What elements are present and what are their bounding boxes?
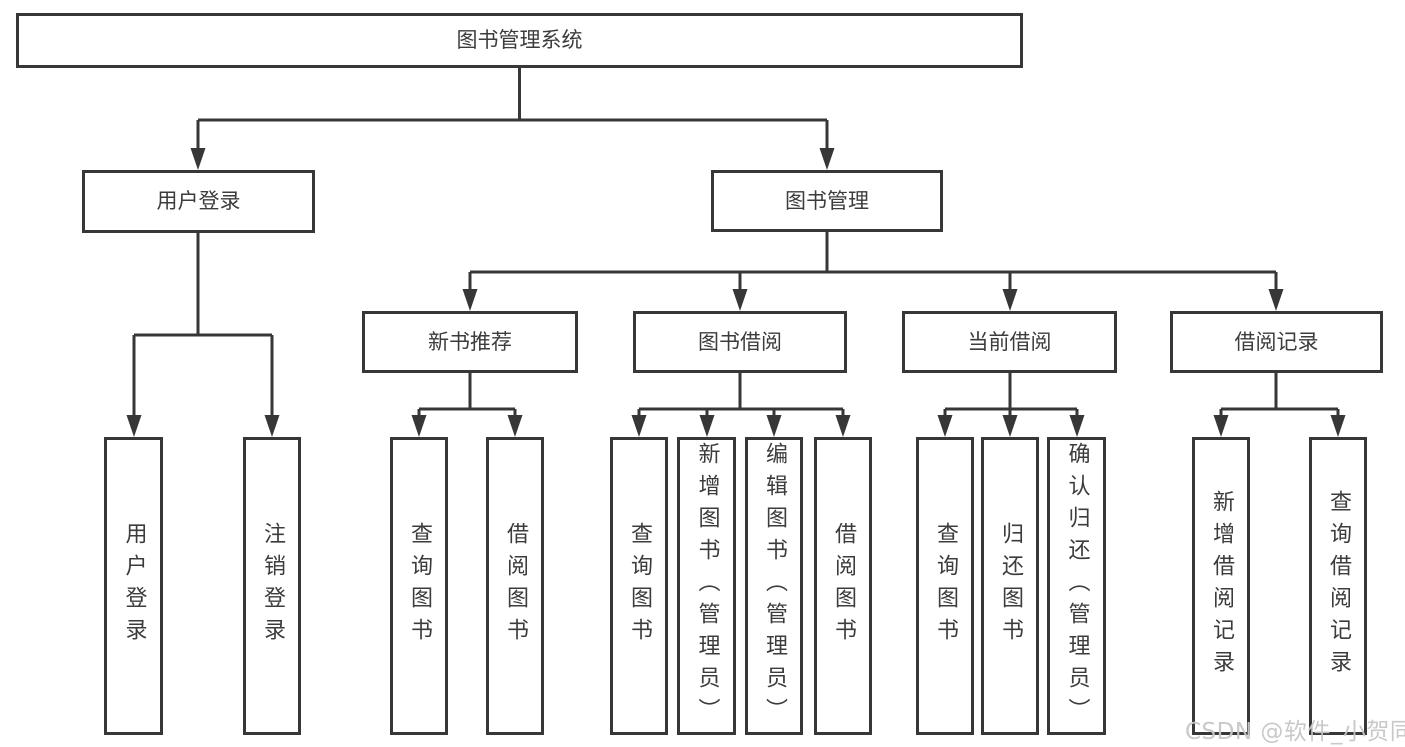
arrow-down-icon [937,415,953,437]
arrow-down-icon [766,415,782,437]
node-book-management: 图书管理 [711,170,943,232]
node-user-login: 用户登录 [82,170,315,233]
node-current-borrow: 当前借阅 [902,311,1117,373]
leaf-add-books-admin: 新增图书（管理员） [677,437,736,735]
arrow-down-icon [1213,415,1229,437]
leaf-confirm-return-admin: 确认归还（管理员） [1047,437,1106,735]
arrow-down-icon [411,415,427,437]
arrow-down-icon [1002,289,1018,311]
arrow-down-icon [819,148,835,170]
arrow-down-icon [631,415,647,437]
connector-root [190,68,835,170]
leaf-query-books-current: 查询图书 [916,437,974,735]
leaf-add-borrow-record: 新增借阅记录 [1192,437,1250,735]
connector-borrow-records [1213,373,1346,437]
connector-book-management [462,232,1284,311]
node-book-borrow: 图书借阅 [633,311,847,373]
arrow-down-icon [1268,289,1284,311]
node-new-book-recommend: 新书推荐 [362,311,578,373]
connector-new-book-recommend [411,373,523,437]
leaf-logout: 注销登录 [243,437,301,735]
watermark: CSDN @软件_小贺同学 [1185,719,1405,745]
node-root: 图书管理系统 [16,13,1023,68]
leaf-query-books-borrow: 查询图书 [610,437,668,735]
node-borrow-records: 借阅记录 [1170,311,1383,373]
leaf-edit-books-admin: 编辑图书（管理员） [745,437,803,735]
arrow-down-icon [699,415,715,437]
leaf-return-books: 归还图书 [981,437,1039,735]
leaf-query-borrow-record: 查询借阅记录 [1309,437,1367,735]
leaf-query-books-recommend: 查询图书 [390,437,448,735]
connector-current-borrow [937,373,1085,437]
connector-book-borrow [631,373,851,437]
connector-user-login [126,233,280,437]
arrow-down-icon [732,289,748,311]
arrow-down-icon [126,415,142,437]
arrow-down-icon [264,415,280,437]
arrow-down-icon [507,415,523,437]
arrow-down-icon [190,148,206,170]
arrow-down-icon [1330,415,1346,437]
arrow-down-icon [1069,415,1085,437]
leaf-user-login: 用户登录 [104,437,163,735]
leaf-borrow-books-recommend: 借阅图书 [486,437,544,735]
arrow-down-icon [835,415,851,437]
arrow-down-icon [462,289,478,311]
arrow-down-icon [1002,415,1018,437]
leaf-borrow-books: 借阅图书 [814,437,872,735]
